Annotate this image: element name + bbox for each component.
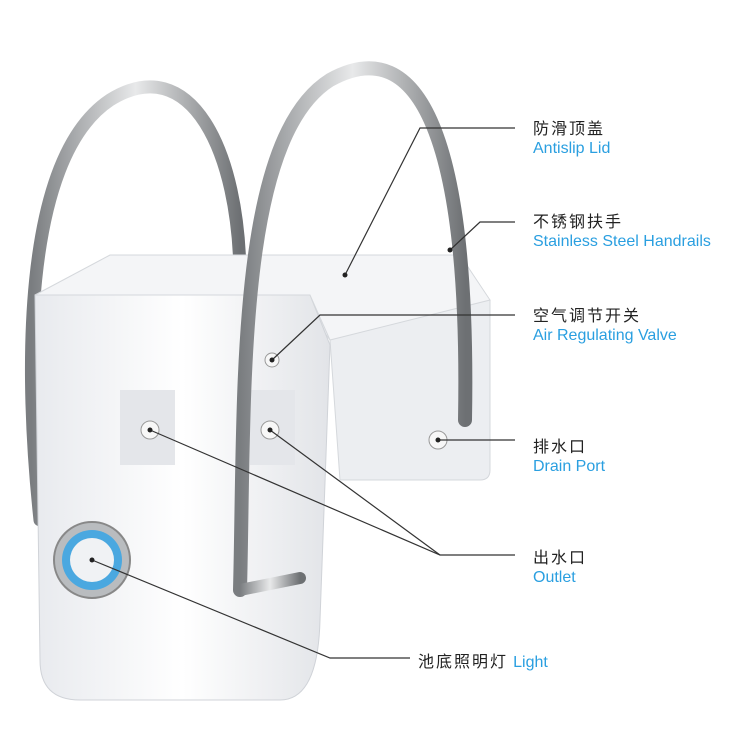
label-outlet: 出水口 Outlet bbox=[533, 548, 587, 588]
antislip-lid bbox=[34, 254, 491, 341]
label-cn: 不锈钢扶手 bbox=[533, 212, 624, 231]
label-drain-port: 排水口 Drain Port bbox=[533, 437, 605, 477]
label-en: Outlet bbox=[533, 569, 576, 586]
label-air-valve: 空气调节开关 Air Regulating Valve bbox=[533, 306, 677, 346]
label-handrails: 不锈钢扶手 Stainless Steel Handrails bbox=[533, 212, 711, 252]
handrail-foot bbox=[234, 572, 306, 596]
label-en: Drain Port bbox=[533, 458, 606, 475]
label-cn: 排水口 bbox=[533, 437, 588, 456]
handrail-front bbox=[233, 61, 473, 597]
label-cn: 池底照明灯 bbox=[418, 652, 509, 671]
label-en: Antislip Lid bbox=[533, 140, 611, 157]
label-cn: 防滑顶盖 bbox=[533, 119, 606, 138]
leader-lines bbox=[91, 127, 515, 659]
label-antislip-lid: 防滑顶盖 Antislip Lid bbox=[533, 119, 610, 159]
leader-dots bbox=[89, 247, 453, 563]
label-en: Stainless Steel Handrails bbox=[533, 233, 711, 250]
handrail-back bbox=[24, 80, 247, 527]
label-cn: 出水口 bbox=[533, 548, 588, 567]
label-en: Air Regulating Valve bbox=[533, 327, 677, 344]
label-light: 池底照明灯 Light bbox=[418, 648, 548, 672]
label-cn: 空气调节开关 bbox=[533, 306, 642, 325]
label-en: Light bbox=[513, 654, 548, 671]
